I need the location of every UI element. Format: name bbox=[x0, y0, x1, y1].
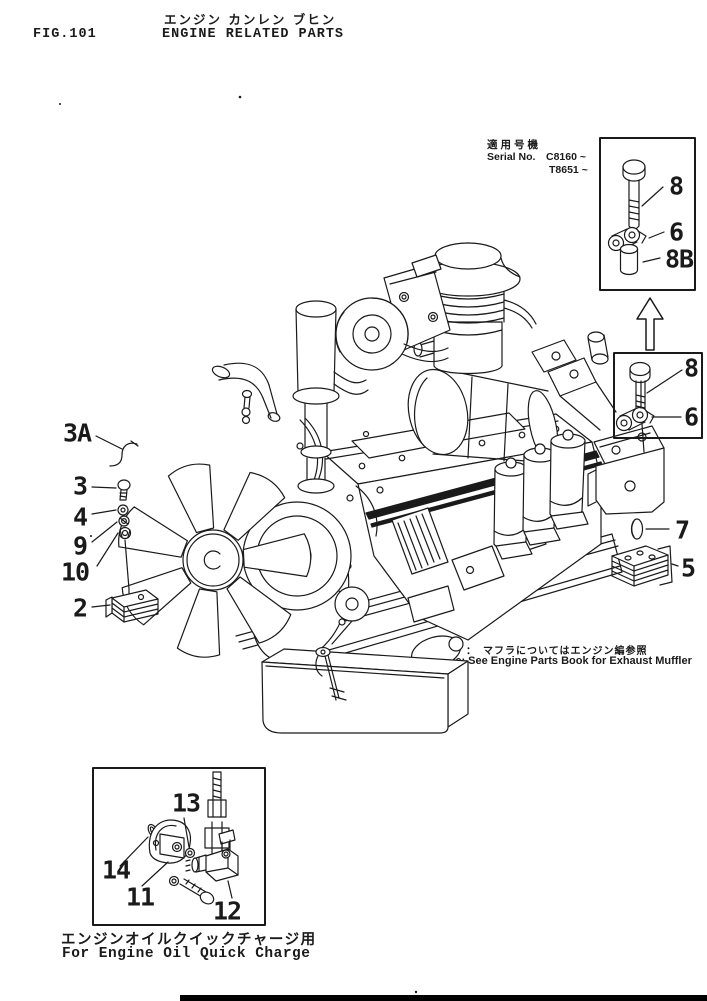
inset-box-serial bbox=[599, 137, 696, 291]
callout-3a: 3A bbox=[62, 418, 92, 448]
callout-5: 5 bbox=[680, 553, 696, 583]
callout-6-box1: 6 bbox=[668, 217, 684, 247]
washer-part-9 bbox=[118, 515, 130, 527]
callout-14: 14 bbox=[101, 855, 131, 885]
callout-8b: 8B bbox=[664, 244, 694, 274]
callout-3: 3 bbox=[72, 471, 88, 501]
hook-part-3a bbox=[109, 440, 139, 467]
callout-7: 7 bbox=[674, 515, 690, 545]
note-english: Note: See Engine Parts Book for Exhaust … bbox=[437, 655, 692, 667]
clamp-part-6-mid bbox=[615, 406, 655, 432]
inset-box-current bbox=[613, 352, 703, 453]
callout-9: 9 bbox=[72, 531, 88, 561]
page-title-japanese: エンジン カンレン ブヒン bbox=[164, 12, 337, 27]
elbow-part-12 bbox=[185, 829, 239, 899]
callout-6-box2: 6 bbox=[683, 402, 699, 432]
leader-lines-box2 bbox=[646, 369, 683, 418]
callout-4: 4 bbox=[72, 502, 88, 532]
spacer-part-8b bbox=[619, 243, 639, 276]
bolt-part-11b bbox=[168, 875, 215, 905]
serial-range-end: T8651 ~ bbox=[549, 164, 588, 176]
leader-lines-left bbox=[91, 435, 123, 608]
callout-11: 11 bbox=[125, 882, 155, 912]
bolt-part-8-top bbox=[622, 159, 646, 232]
quick-charge-caption: For Engine Oil Quick Charge bbox=[62, 946, 311, 962]
bolt-part-8-mid bbox=[629, 361, 651, 414]
serial-range-start: C8160 ~ bbox=[546, 151, 586, 163]
oring-part-13 bbox=[183, 817, 196, 859]
bracket-part-11 bbox=[141, 819, 192, 887]
callout-13: 13 bbox=[171, 788, 201, 818]
leader-lines-box1 bbox=[641, 186, 665, 263]
nut-part-10 bbox=[118, 526, 132, 540]
page-edge-scan-bar bbox=[180, 995, 707, 1001]
page-speckles bbox=[59, 95, 418, 994]
arrow-up-icon bbox=[636, 297, 664, 351]
mount-part-2 bbox=[105, 539, 159, 623]
cooling-fan bbox=[118, 463, 312, 658]
callout-12: 12 bbox=[212, 896, 242, 926]
callout-2: 2 bbox=[72, 593, 88, 623]
serial-label-japanese: 適用号機 bbox=[487, 139, 541, 151]
serial-label: Serial No. bbox=[487, 151, 536, 163]
drop-line bbox=[640, 380, 645, 453]
pin-part-7 bbox=[630, 518, 670, 540]
callout-8-box1: 8 bbox=[668, 171, 684, 201]
plate-stack-part-5 bbox=[611, 545, 679, 587]
page-title: ENGINE RELATED PARTS bbox=[162, 27, 345, 42]
callout-8-box2: 8 bbox=[683, 353, 699, 383]
callout-10: 10 bbox=[60, 557, 90, 587]
washer-part-4 bbox=[117, 504, 129, 516]
bolt-part-3 bbox=[117, 479, 131, 501]
figure-number: FIG.101 bbox=[33, 27, 97, 42]
note-japanese: 注 ： マフラについてはエンジン編参照 bbox=[444, 646, 648, 657]
threaded-rod bbox=[204, 771, 230, 861]
quick-charge-box bbox=[92, 767, 266, 926]
quick-charge-caption-japanese: エンジンオイルクイックチャージ用 bbox=[61, 932, 317, 948]
